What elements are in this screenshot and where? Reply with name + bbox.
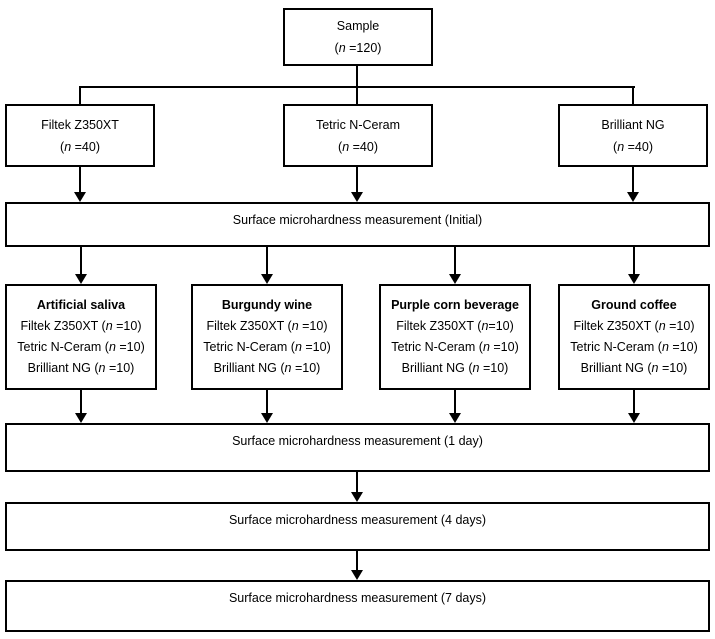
group-title-burgundy-wine: Burgundy wine: [221, 298, 313, 312]
group-line: Tetric N-Ceram (n =10): [203, 340, 331, 354]
arrowhead-tetric-initial: [351, 192, 363, 202]
group-line: Tetric N-Ceram (n =10): [391, 340, 519, 354]
sample-label: Sample: [336, 19, 380, 33]
sample-box: Sample (n =120): [283, 8, 433, 66]
connector-stub-brilliant: [632, 86, 634, 105]
arrowhead-initial-wine: [261, 274, 273, 284]
group-box-burgundy-wine: Burgundy wine Filtek Z350XT (n =10) Tetr…: [191, 284, 343, 390]
measurement-4days-box: Surface microhardness measurement (4 day…: [5, 502, 710, 551]
group-line: Brilliant NG (n =10): [401, 361, 509, 375]
arrowhead-4days-7days: [351, 570, 363, 580]
arrow-line-tetric-initial: [356, 167, 358, 194]
measurement-7days-label: Surface microhardness measurement (7 day…: [228, 591, 487, 605]
material-box-tetric: Tetric N-Ceram (n =40): [283, 104, 433, 167]
arrow-line-initial-coffee: [633, 247, 635, 276]
arrow-line-wine-1day: [266, 390, 268, 415]
arrow-line-initial-saliva: [80, 247, 82, 276]
group-line: Filtek Z350XT (n=10): [396, 319, 514, 333]
group-title-ground-coffee: Ground coffee: [591, 298, 677, 312]
group-line: Tetric N-Ceram (n =10): [570, 340, 698, 354]
arrowhead-coffee-1day: [628, 413, 640, 423]
arrowhead-wine-1day: [261, 413, 273, 423]
group-line: Brilliant NG (n =10): [580, 361, 688, 375]
group-box-purple-corn: Purple corn beverage Filtek Z350XT (n=10…: [379, 284, 531, 390]
group-line: Filtek Z350XT (n =10): [20, 319, 142, 333]
material-filtek-n-count: (n =40): [60, 139, 100, 154]
arrow-line-coffee-1day: [633, 390, 635, 415]
connector-sample-stem: [356, 66, 358, 105]
material-brilliant-label: Brilliant NG: [601, 117, 665, 132]
measurement-initial-box: Surface microhardness measurement (Initi…: [5, 202, 710, 247]
group-line: Tetric N-Ceram (n =10): [17, 340, 145, 354]
material-brilliant-n-count: (n =40): [613, 139, 653, 154]
measurement-initial-label: Surface microhardness measurement (Initi…: [232, 213, 483, 227]
group-line: Filtek Z350XT (n =10): [206, 319, 328, 333]
material-box-brilliant: Brilliant NG (n =40): [558, 104, 708, 167]
material-tetric-n-count: (n =40): [338, 139, 378, 154]
arrowhead-initial-corn: [449, 274, 461, 284]
arrow-line-4days-7days: [356, 551, 358, 572]
arrowhead-corn-1day: [449, 413, 461, 423]
arrowhead-brilliant-initial: [627, 192, 639, 202]
material-filtek-label: Filtek Z350XT: [41, 117, 119, 132]
group-title-artificial-saliva: Artificial saliva: [36, 298, 126, 312]
arrowhead-saliva-1day: [75, 413, 87, 423]
sample-n-count: (n =120): [334, 41, 382, 55]
connector-sample-crossbar: [79, 86, 635, 88]
arrowhead-filtek-initial: [74, 192, 86, 202]
measurement-1day-label: Surface microhardness measurement (1 day…: [232, 434, 483, 448]
arrow-line-initial-corn: [454, 247, 456, 276]
group-box-artificial-saliva: Artificial saliva Filtek Z350XT (n =10) …: [5, 284, 157, 390]
arrow-line-brilliant-initial: [632, 167, 634, 194]
group-box-ground-coffee: Ground coffee Filtek Z350XT (n =10) Tetr…: [558, 284, 710, 390]
measurement-7days-box: Surface microhardness measurement (7 day…: [5, 580, 710, 632]
arrow-line-corn-1day: [454, 390, 456, 415]
arrow-line-initial-wine: [266, 247, 268, 276]
group-line: Filtek Z350XT (n =10): [573, 319, 695, 333]
arrow-line-filtek-initial: [79, 167, 81, 194]
group-title-purple-corn: Purple corn beverage: [391, 298, 519, 312]
arrowhead-1day-4days: [351, 492, 363, 502]
arrow-line-1day-4days: [356, 472, 358, 494]
measurement-1day-box: Surface microhardness measurement (1 day…: [5, 423, 710, 472]
arrowhead-initial-coffee: [628, 274, 640, 284]
material-box-filtek: Filtek Z350XT (n =40): [5, 104, 155, 167]
group-line: Brilliant NG (n =10): [213, 361, 321, 375]
arrow-line-saliva-1day: [80, 390, 82, 415]
group-line: Brilliant NG (n =10): [27, 361, 135, 375]
measurement-4days-label: Surface microhardness measurement (4 day…: [228, 513, 487, 527]
material-tetric-label: Tetric N-Ceram: [315, 117, 401, 132]
arrowhead-initial-saliva: [75, 274, 87, 284]
connector-stub-filtek: [79, 86, 81, 105]
